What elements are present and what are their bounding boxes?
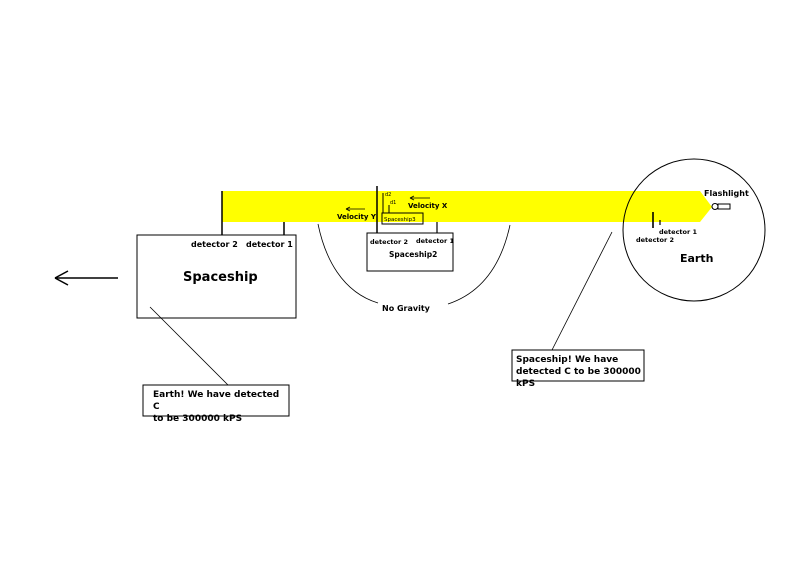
spaceship3-box — [381, 212, 424, 225]
callout-right-text: Spaceship! We have detected C to be 3000… — [516, 354, 642, 390]
spaceship3-detector-1-label: d1 — [390, 200, 396, 206]
flashlight-icon — [711, 203, 731, 210]
callout-right-leader — [551, 231, 613, 351]
direction-arrow-left — [54, 270, 118, 286]
no-gravity-label: No Gravity — [382, 304, 431, 313]
callout-right-box — [511, 349, 645, 382]
velocity-x-label: Velocity X — [408, 202, 448, 210]
spaceship-box — [136, 234, 297, 319]
spaceship-detector-2-label: detector 2 — [191, 240, 238, 249]
callout-left-line-1: Earth! We have detected C — [153, 390, 280, 412]
earth-label: Earth — [680, 252, 713, 265]
velocity-x-arrow — [409, 195, 430, 201]
callout-right-line-1: Spaceship! We have — [516, 355, 619, 365]
spaceship-label: Spaceship — [183, 270, 258, 285]
callout-left-box — [142, 384, 290, 417]
spaceship-detector-1-label: detector 1 — [246, 240, 293, 249]
no-gravity-boundary — [317, 223, 511, 305]
earth-detector-1-label: detector 1 — [659, 228, 697, 236]
callout-left-line-2: to be 300000 kPS — [153, 414, 243, 424]
callout-right-line-2: detected C to be 300000 kPS — [516, 367, 641, 389]
callout-left-leader — [149, 306, 229, 386]
callout-left-text: Earth! We have detected C to be 300000 k… — [153, 389, 287, 425]
spaceship2-box — [366, 232, 454, 272]
spaceship2-label: Spaceship2 — [389, 250, 437, 259]
spaceship2-detector-2-label: detector 2 — [370, 238, 408, 246]
light-beam — [222, 191, 712, 222]
velocity-y-label: Velocity Y — [337, 213, 377, 221]
velocity-y-arrow — [345, 206, 365, 212]
spaceship3-detector-2-label: d2 — [385, 192, 391, 198]
spaceship2-detector-1-label: detector 1 — [416, 237, 454, 245]
earth-detector-2-label: detector 2 — [636, 236, 674, 244]
flashlight-label: Flashlight — [704, 189, 749, 198]
spaceship3-label: Spaceship3 — [384, 217, 416, 223]
earth-circle — [622, 158, 766, 302]
